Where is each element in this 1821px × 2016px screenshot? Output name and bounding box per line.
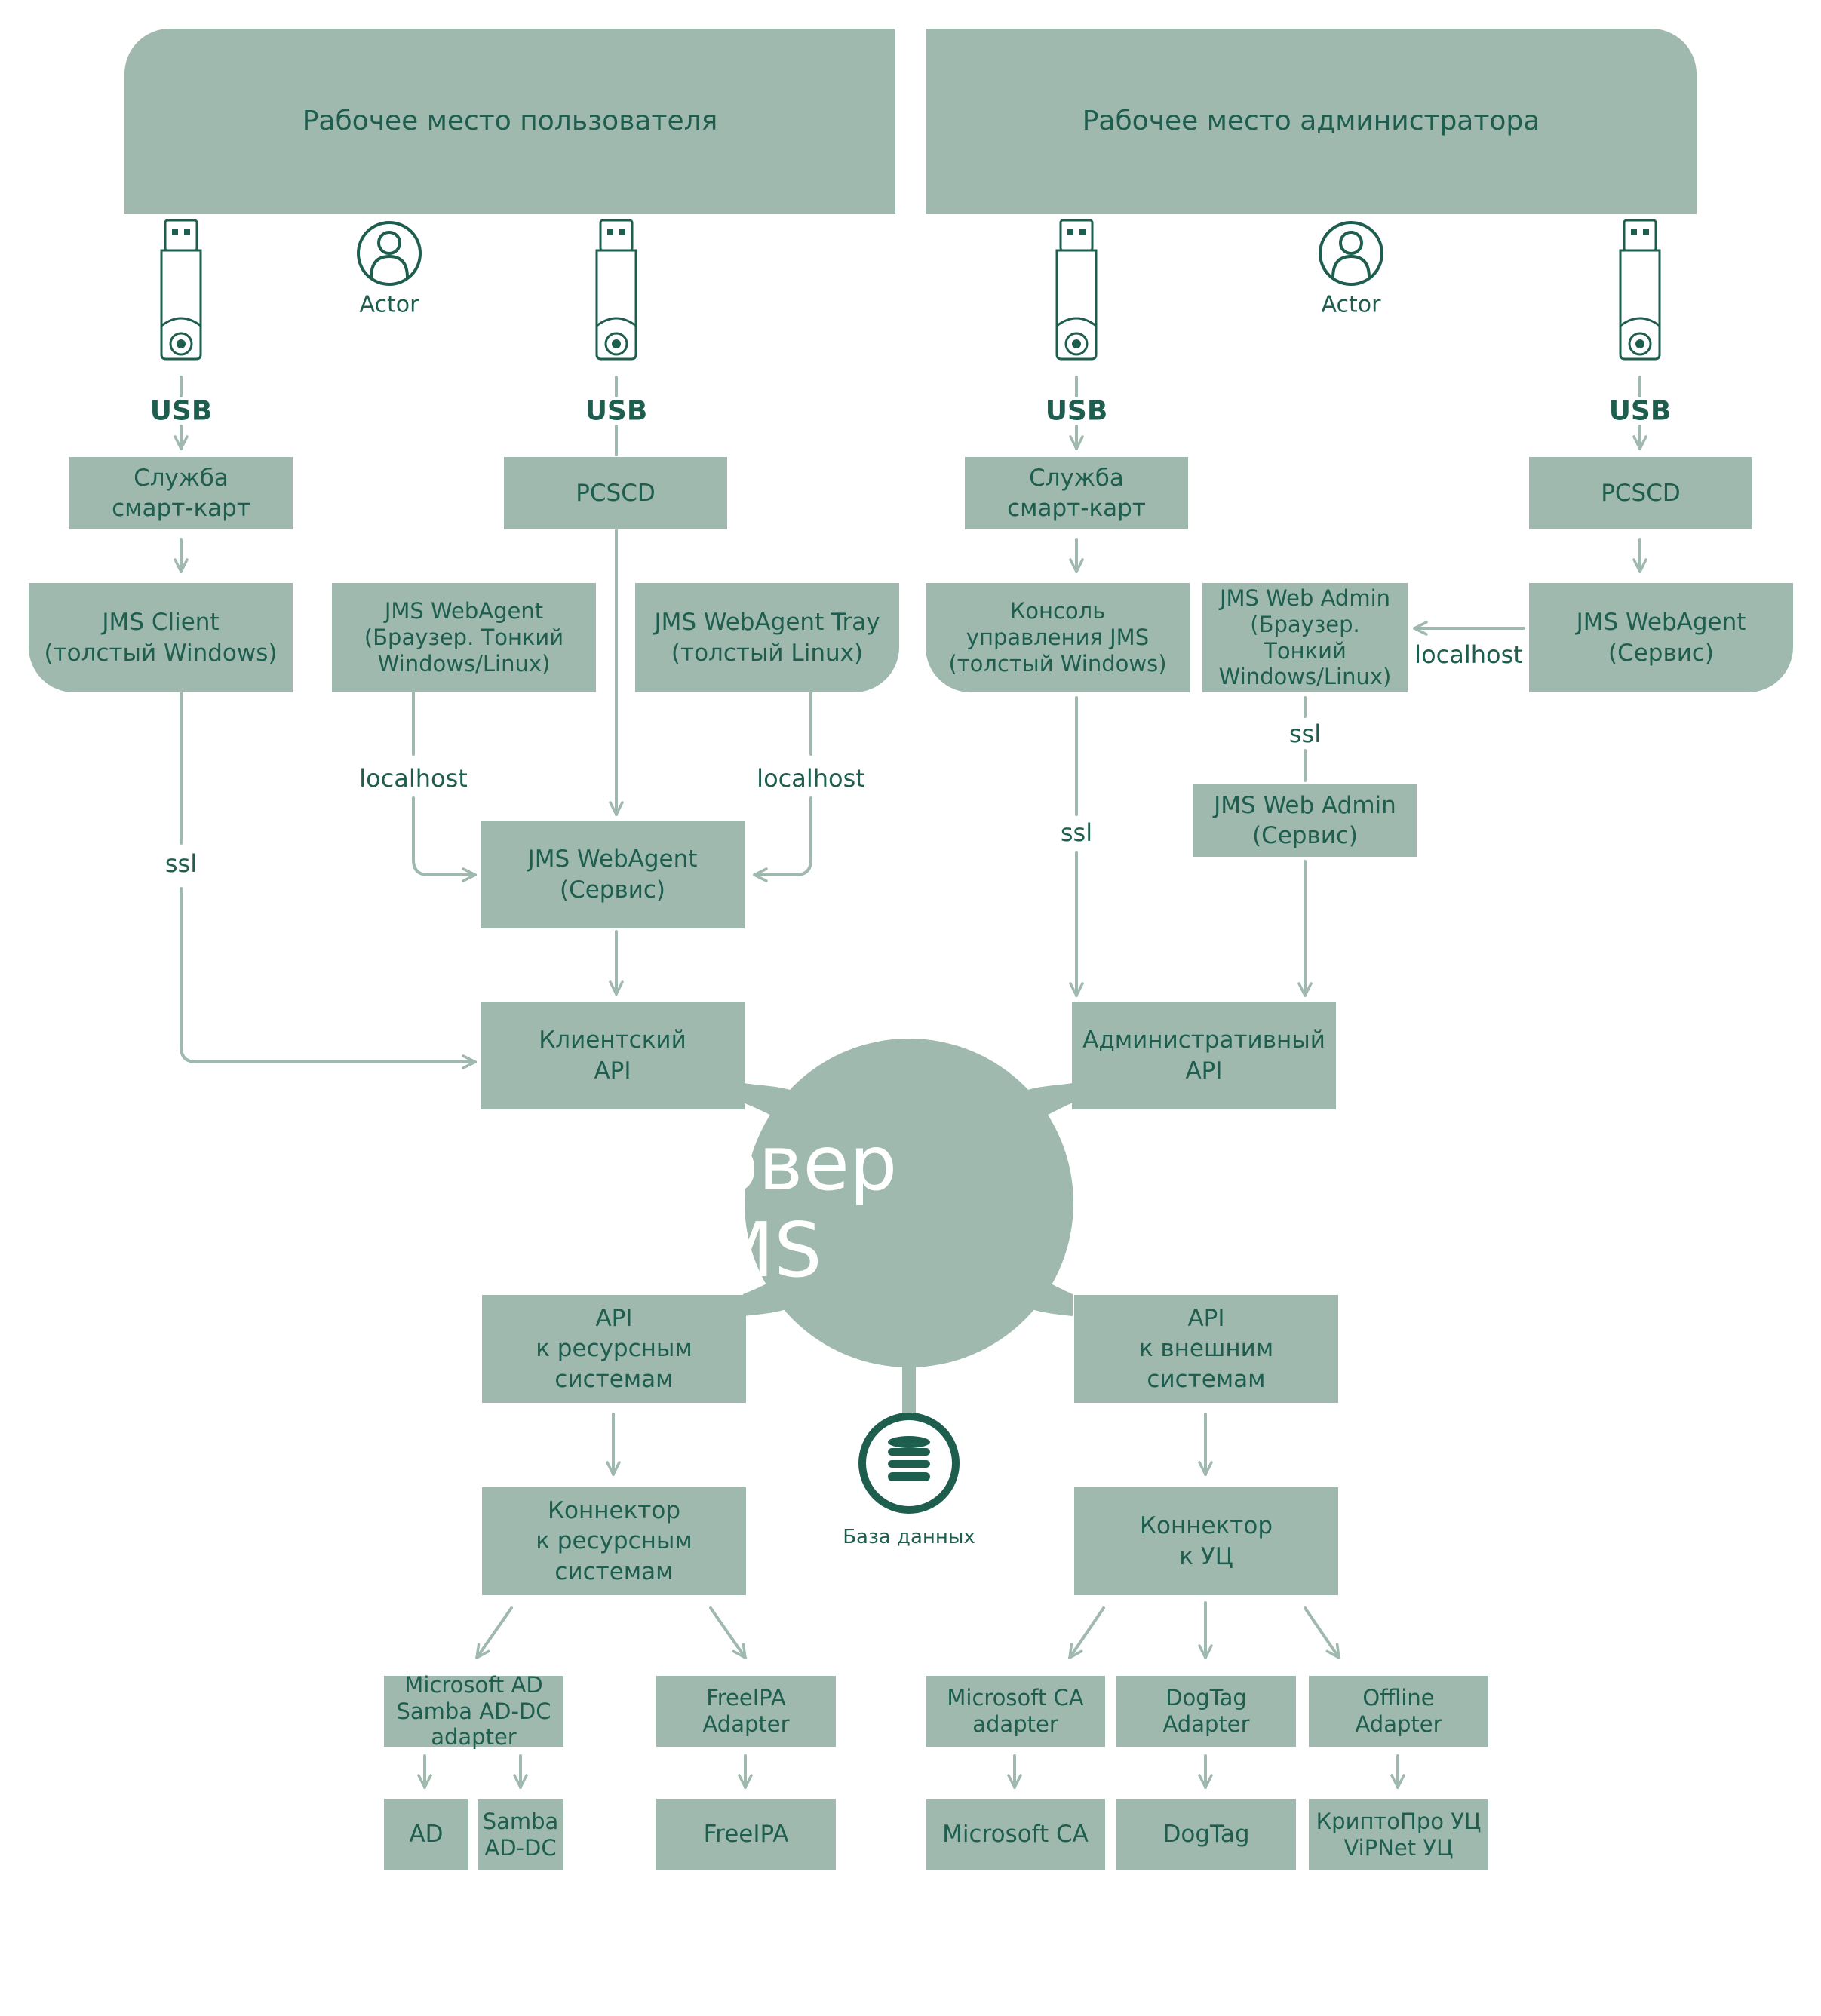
user-workplace-header: Рабочее место пользователя [124, 29, 895, 214]
jms-console-box: Консоль управления JMS (толстый Windows) [926, 583, 1190, 692]
pcscd-admin: PCSCD [1529, 457, 1752, 529]
server-title: Сервер JMS [611, 1119, 898, 1294]
ca-connector-box: Коннектор к УЦ [1074, 1487, 1338, 1595]
webagent-tray-box: JMS WebAgent Tray (толстый Linux) [635, 583, 899, 692]
usb-label: USB [1608, 395, 1672, 427]
webagent-service-user-box: JMS WebAgent (Сервис) [481, 821, 745, 928]
smartcard-service-admin: Служба смарт-карт [965, 457, 1188, 529]
usb-token-icon [1055, 219, 1098, 361]
freeipa-box: FreeIPA [656, 1799, 836, 1870]
ad-box: AD [384, 1799, 468, 1870]
actor-label-user: Actor [359, 291, 419, 318]
resource-connector-box: Коннектор к ресурсным системам [482, 1487, 746, 1595]
ssl-label: ssl [1060, 818, 1093, 847]
usb-label: USB [585, 395, 648, 427]
resource-api-box: API к ресурсным системам [482, 1295, 746, 1403]
usb-label: USB [149, 395, 213, 427]
localhost-label: localhost [1414, 640, 1523, 669]
admin-workplace-header: Рабочее место администратора [926, 29, 1697, 214]
admin-api-box: Административный API [1072, 1002, 1336, 1109]
jms-client-box: JMS Client (толстый Windows) [29, 583, 293, 692]
cryptopro-box: КриптоПро УЦ ViPNet УЦ [1309, 1799, 1488, 1870]
actor-label-admin: Actor [1321, 291, 1381, 318]
localhost-label: localhost [757, 764, 865, 793]
client-api-box: Клиентский API [481, 1002, 745, 1109]
freeipa-adapter-box: FreeIPA Adapter [656, 1676, 836, 1747]
ssl-label: ssl [164, 849, 198, 878]
localhost-label: localhost [359, 764, 468, 793]
usb-token-icon [1619, 219, 1661, 361]
server-shape [743, 1039, 1073, 1414]
dogtag-adapter-box: DogTag Adapter [1116, 1676, 1296, 1747]
ssl-label: ssl [1288, 720, 1322, 748]
actor-icon [1319, 221, 1383, 286]
smartcard-service-user: Служба смарт-карт [69, 457, 293, 529]
web-admin-browser-box: JMS Web Admin (Браузер. Тонкий Windows/L… [1202, 583, 1408, 692]
database-icon [858, 1413, 960, 1514]
ms-ca-box: Microsoft CA [926, 1799, 1105, 1870]
usb-token-icon [595, 219, 637, 361]
offline-adapter-box: Offline Adapter [1309, 1676, 1488, 1747]
ms-ca-adapter-box: Microsoft CA adapter [926, 1676, 1105, 1747]
webagent-service-admin-box: JMS WebAgent (Сервис) [1529, 583, 1793, 692]
pcscd-user: PCSCD [504, 457, 727, 529]
usb-label: USB [1045, 395, 1108, 427]
external-api-box: API к внешним системам [1074, 1295, 1338, 1403]
webagent-browser-box: JMS WebAgent (Браузер. Тонкий Windows/Li… [332, 583, 596, 692]
usb-token-icon [160, 219, 202, 361]
dogtag-box: DogTag [1116, 1799, 1296, 1870]
database-label: База данных [843, 1526, 975, 1548]
web-admin-service-box: JMS Web Admin (Сервис) [1193, 784, 1417, 857]
ms-ad-adapter-box: Microsoft AD Samba AD-DC adapter [384, 1672, 563, 1750]
samba-box: Samba AD-DC [478, 1799, 563, 1870]
actor-icon [357, 221, 422, 286]
